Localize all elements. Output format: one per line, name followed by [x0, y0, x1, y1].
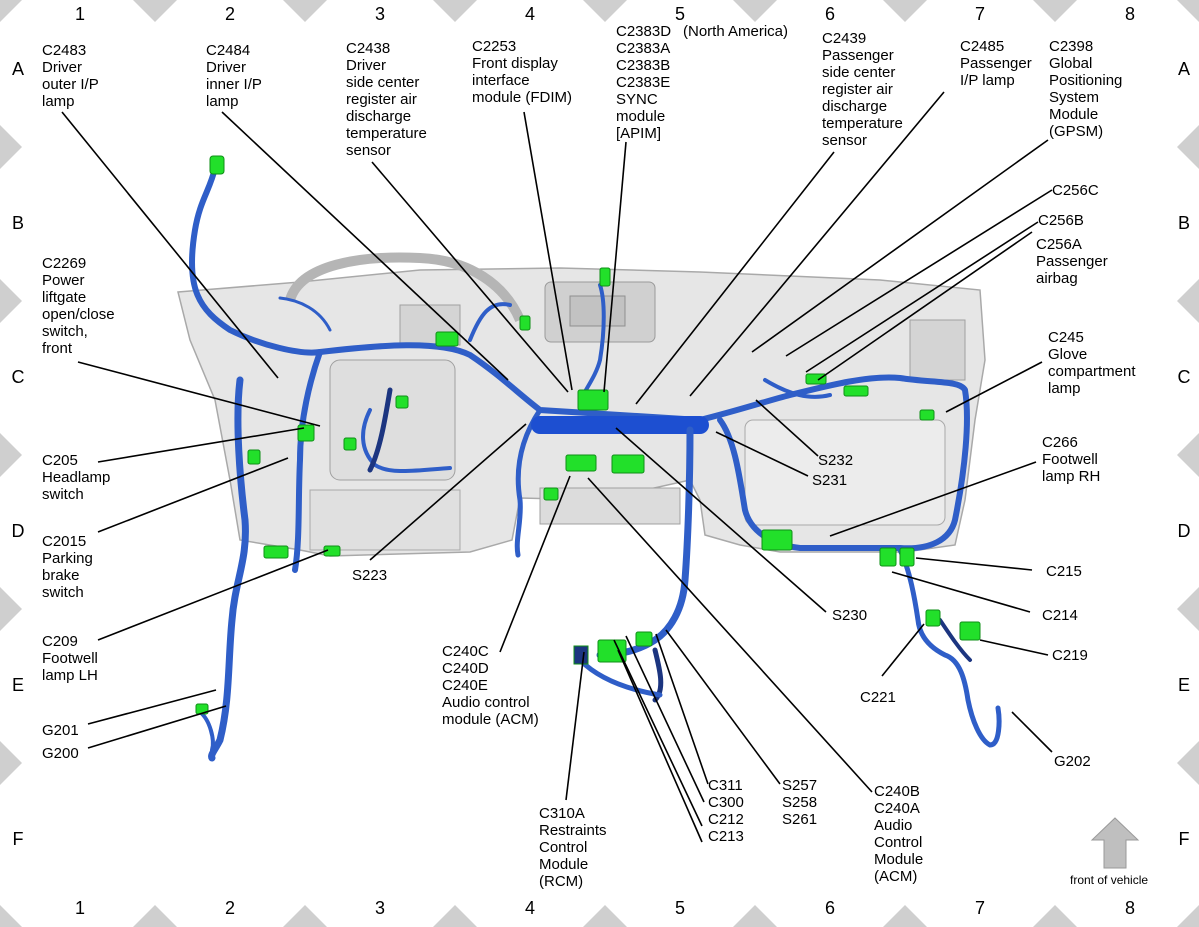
label-c2485: C2485 Passenger I/P lamp: [960, 38, 1032, 89]
frame-diamond: [0, 0, 22, 22]
label-s232: S232: [818, 452, 854, 469]
label-c214: C214: [1042, 607, 1078, 624]
label-c2383: C2383D C2383A C2383B C2383E SYNC module …: [616, 23, 672, 142]
frame-diamond: [733, 0, 777, 22]
frame-diamond: [583, 0, 627, 22]
frame-diamond: [433, 905, 477, 927]
label-c245: C245 Glove compartment lamp: [1048, 329, 1136, 397]
label-c256b: C256B: [1038, 212, 1084, 229]
grid-column-label: 1: [74, 898, 85, 918]
grid-row-label: D: [11, 521, 25, 541]
grid-row-label: F: [1178, 829, 1190, 849]
grid-column-label: 5: [674, 4, 685, 24]
frame-diamond: [283, 905, 327, 927]
label-c205: C205 Headlamp switch: [42, 452, 111, 503]
label-c209: C209 Footwell lamp LH: [42, 633, 98, 684]
label-c2438: C2438 Driver side center register air di…: [346, 40, 427, 159]
label-c2439: C2439 Passenger side center register air…: [822, 30, 903, 149]
label-c256a: C256A Passenger airbag: [1036, 236, 1108, 287]
frame-diamond: [133, 0, 177, 22]
grid-column-label: 4: [524, 4, 535, 24]
front-of-vehicle-label: front of vehicle: [1070, 873, 1149, 887]
frame-diamond: [283, 0, 327, 22]
grid-column-label: 7: [974, 4, 985, 24]
label-s223: S223: [352, 567, 388, 584]
grid-column-label: 3: [374, 898, 385, 918]
label-c240c: C240C C240D C240E Audio control module (…: [442, 643, 539, 728]
frame-diamond: [1177, 0, 1199, 22]
grid-row-label: A: [11, 59, 24, 79]
frame-diamond: [1177, 279, 1199, 323]
label-s230: S230: [832, 607, 868, 624]
label-c240b: C240B C240A Audio Control Module (ACM): [874, 783, 924, 885]
frame-diamond: [0, 587, 22, 631]
label-c266: C266 Footwell lamp RH: [1042, 434, 1101, 485]
label-g202: G202: [1054, 753, 1091, 770]
up-arrow-icon: [1090, 817, 1140, 869]
label-c256c: C256C: [1052, 182, 1099, 199]
frame-diamond: [0, 279, 22, 323]
frame-diamond: [1177, 587, 1199, 631]
label-c310a: C310A Restraints Control Module (RCM): [539, 805, 607, 890]
grid-column-label: 3: [374, 4, 385, 24]
grid-column-label: 6: [824, 898, 835, 918]
frame-diamond: [1177, 741, 1199, 785]
label-c2398: C2398 Global Positioning System Module (…: [1049, 38, 1123, 140]
grid-row-label: C: [11, 367, 25, 387]
leader-lines: [61, 91, 1053, 843]
grid-column-label: 6: [824, 4, 835, 24]
grid-column-label: 8: [1124, 4, 1135, 24]
frame-diamond: [1177, 905, 1199, 927]
label-c219: C219: [1052, 647, 1088, 664]
grid-column-label: 8: [1124, 898, 1135, 918]
frame-diamond: [733, 905, 777, 927]
grid-row-label: E: [1177, 675, 1190, 695]
label-g201: G201: [42, 722, 79, 739]
frame-diamond: [883, 0, 927, 22]
grid-row-label: A: [1177, 59, 1190, 79]
connectors: [195, 155, 981, 715]
frame-diamond: [0, 433, 22, 477]
frame-diamond: [0, 741, 22, 785]
label-c2253: C2253 Front display interface module (FD…: [472, 38, 573, 106]
frame-diamond: [1033, 0, 1077, 22]
frame-diamond: [1177, 125, 1199, 169]
grid-column-label: 5: [674, 898, 685, 918]
label-s257: S257 S258 S261: [782, 777, 818, 828]
frame-diamond: [883, 905, 927, 927]
grid-row-label: C: [1177, 367, 1191, 387]
grid-row-label: F: [12, 829, 24, 849]
grid-row-label: D: [1177, 521, 1191, 541]
label-s231: S231: [812, 472, 848, 489]
label-c311: C311 C300 C212 C213: [708, 777, 744, 845]
grid-column-label: 4: [524, 898, 535, 918]
grid-column-label: 1: [74, 4, 85, 24]
grid-column-label: 2: [224, 4, 235, 24]
label-c221: C221: [860, 689, 896, 706]
frame-diamond: [1177, 433, 1199, 477]
frame-diamond: [0, 905, 22, 927]
grid-row-label: E: [11, 675, 24, 695]
grid-column-label: 7: [974, 898, 985, 918]
grid-row-label: B: [1177, 213, 1190, 233]
label-c215: C215: [1046, 563, 1082, 580]
frame-diamond: [1033, 905, 1077, 927]
grid-column-label: 2: [224, 898, 235, 918]
label-c2484: C2484 Driver inner I/P lamp: [206, 42, 262, 110]
frame-diamond: [133, 905, 177, 927]
grid-row-label: B: [11, 213, 24, 233]
label-c2015: C2015 Parking brake switch: [42, 533, 93, 601]
frame-diamond: [0, 125, 22, 169]
label-g200: G200: [42, 745, 79, 762]
label-north-america: (North America): [683, 23, 789, 40]
frame-diamond: [433, 0, 477, 22]
frame-diamond: [583, 905, 627, 927]
label-c2269: C2269 Power liftgate open/close switch, …: [42, 255, 115, 357]
label-c2483: C2483 Driver outer I/P lamp: [42, 42, 99, 110]
